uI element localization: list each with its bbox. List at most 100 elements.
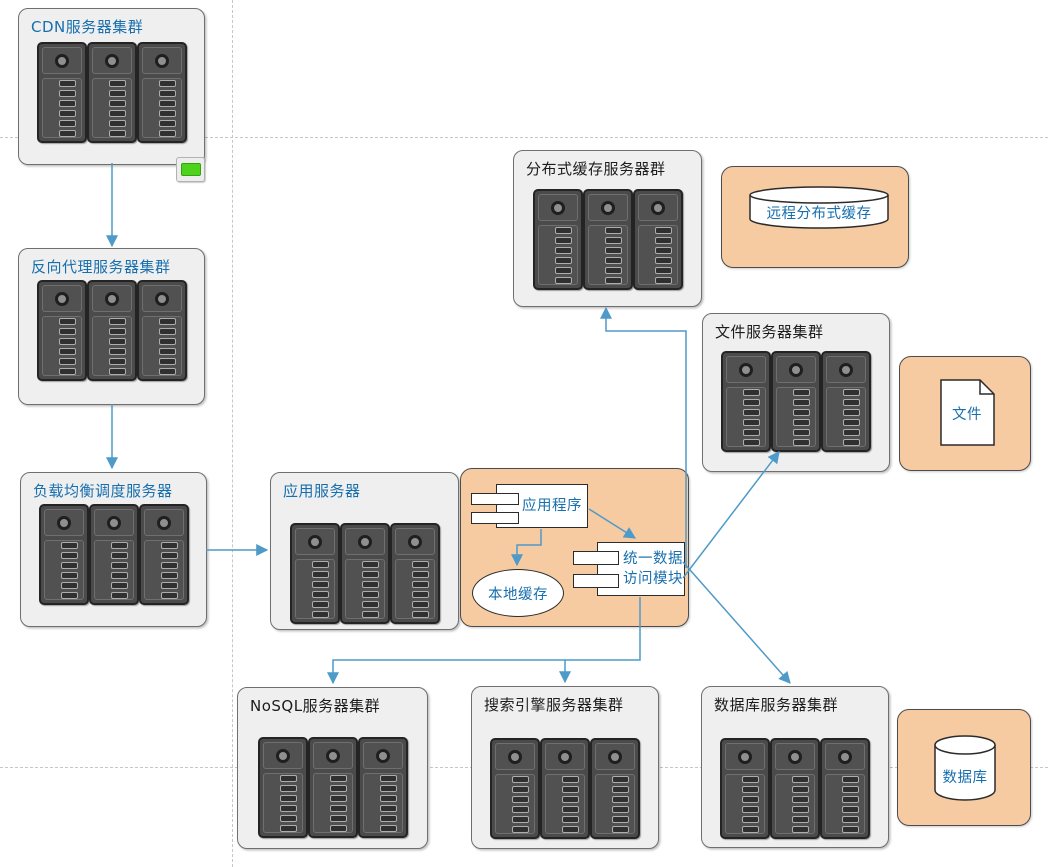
rack-vent-slot <box>58 317 76 325</box>
node-database-cluster[interactable]: 数据库服务器集群 <box>701 686 889 848</box>
rack-top-panel <box>41 285 82 312</box>
rack-vent-slot <box>110 551 128 559</box>
rack-vent-slot <box>792 795 809 803</box>
rack-power-led-icon <box>104 53 119 68</box>
rack-vent-slot <box>612 795 629 803</box>
rack-vent-slot <box>379 774 397 782</box>
rack-vent-slot <box>361 560 379 568</box>
server-rack-icon <box>88 504 139 605</box>
rack-vent-slot <box>604 226 622 234</box>
rack-power-led-icon <box>650 200 665 215</box>
server-rack-row <box>490 738 640 839</box>
rack-drive-bay-panel <box>91 316 132 376</box>
rack-vent-slot <box>843 418 860 426</box>
node-cdn-cluster[interactable]: CDN服务器集群 <box>18 8 205 165</box>
node-nosql-cluster[interactable]: NoSQL服务器集群 <box>237 687 428 849</box>
rack-vent-slot <box>554 276 572 284</box>
rack-vent-slot <box>842 815 859 823</box>
rack-vent-slot <box>843 398 860 406</box>
rack-vent-slot <box>311 580 329 588</box>
rack-vent-slot <box>329 814 347 822</box>
rack-vent-slot <box>743 438 760 446</box>
rack-vent-slot <box>311 600 329 608</box>
node-search-engine-cluster[interactable]: 搜索引擎服务器集群 <box>471 686 659 849</box>
rack-vent-slot <box>512 825 529 833</box>
rack-power-led-icon <box>54 53 69 68</box>
file-document-icon[interactable]: 文件 <box>940 379 996 447</box>
rack-vent-slot <box>742 805 759 813</box>
rack-vent-slot <box>361 610 379 618</box>
server-rack-icon <box>136 42 187 143</box>
rack-drive-bay-panel <box>637 225 678 285</box>
rack-vent-slot <box>742 785 759 793</box>
rack-vent-slot <box>743 398 760 406</box>
rack-vent-slot <box>792 785 809 793</box>
node-application-component[interactable]: 应用程序 <box>471 484 588 528</box>
rack-vent-slot <box>160 561 178 569</box>
remote-cache-label: 远程分布式缓存 <box>767 205 872 222</box>
node-cdn-label: CDN服务器集群 <box>31 18 144 36</box>
node-file-server-cluster[interactable]: 文件服务器集群 <box>702 313 890 472</box>
rack-drive-bay-panel <box>41 78 82 138</box>
rack-vent-slot <box>742 815 759 823</box>
rack-power-led-icon <box>154 291 169 306</box>
node-reverse-proxy-cluster[interactable]: 反向代理服务器集群 <box>18 248 205 405</box>
rack-drive-bay-panel <box>141 316 182 376</box>
node-data-access-module[interactable]: 统一数据 访问模块 <box>573 542 685 596</box>
rack-vent-slot <box>160 551 178 559</box>
file-label: 文件 <box>952 406 982 423</box>
database-cylinder-icon[interactable]: 数据库 <box>933 734 997 802</box>
rack-drive-bay-panel <box>41 316 82 376</box>
remote-cache-datastore-icon[interactable]: 远程分布式缓存 <box>748 185 890 231</box>
rack-vent-slot <box>108 337 126 345</box>
rack-drive-bay-panel <box>143 540 184 600</box>
rack-vent-slot <box>554 266 572 274</box>
rack-vent-slot <box>654 236 672 244</box>
rack-vent-slot <box>361 580 379 588</box>
node-local-cache[interactable]: 本地缓存 <box>472 569 564 617</box>
rack-vent-slot <box>279 794 297 802</box>
application-label: 应用程序 <box>522 497 582 514</box>
rack-vent-slot <box>654 256 672 264</box>
rack-vent-slot <box>158 337 176 345</box>
node-app-server[interactable]: 应用服务器 <box>270 472 459 630</box>
rack-vent-slot <box>793 388 810 396</box>
rack-power-led-icon <box>104 291 119 306</box>
server-rack-icon <box>490 738 540 839</box>
rack-vent-slot <box>58 99 76 107</box>
server-rack-icon <box>389 523 440 624</box>
rack-vent-slot <box>160 591 178 599</box>
rack-vent-slot <box>60 571 78 579</box>
server-rack-icon <box>36 42 87 143</box>
server-rack-icon <box>339 523 390 624</box>
server-rack-row <box>532 189 683 290</box>
rack-vent-slot <box>512 805 529 813</box>
rack-vent-slot <box>411 570 429 578</box>
rack-vent-slot <box>843 408 860 416</box>
green-indicator-icon[interactable] <box>176 157 205 182</box>
rack-top-panel <box>826 356 866 383</box>
node-reverse-proxy-label: 反向代理服务器集群 <box>31 258 171 276</box>
rack-vent-slot <box>361 590 379 598</box>
server-rack-icon <box>289 523 340 624</box>
rack-vent-slot <box>604 256 622 264</box>
rack-top-panel <box>262 742 303 769</box>
rack-vent-slot <box>379 804 397 812</box>
node-load-balancer[interactable]: 负载均衡调度服务器 <box>20 472 207 627</box>
rack-top-panel <box>545 743 585 770</box>
rack-vent-slot <box>512 775 529 783</box>
data-access-label-line1: 统一数据 <box>623 550 683 567</box>
server-rack-icon <box>720 738 770 839</box>
rack-vent-slot <box>612 775 629 783</box>
rack-vent-slot <box>108 367 126 375</box>
uml-component-tab-icon <box>573 574 619 588</box>
rack-vent-slot <box>654 226 672 234</box>
rack-vent-slot <box>793 408 810 416</box>
rack-drive-bay-panel <box>595 774 635 834</box>
rack-top-panel <box>91 285 132 312</box>
uml-component-tab-icon <box>471 493 519 505</box>
rack-vent-slot <box>158 89 176 97</box>
node-distributed-cache-cluster[interactable]: 分布式缓存服务器群 <box>513 150 702 307</box>
rack-vent-slot <box>742 775 759 783</box>
